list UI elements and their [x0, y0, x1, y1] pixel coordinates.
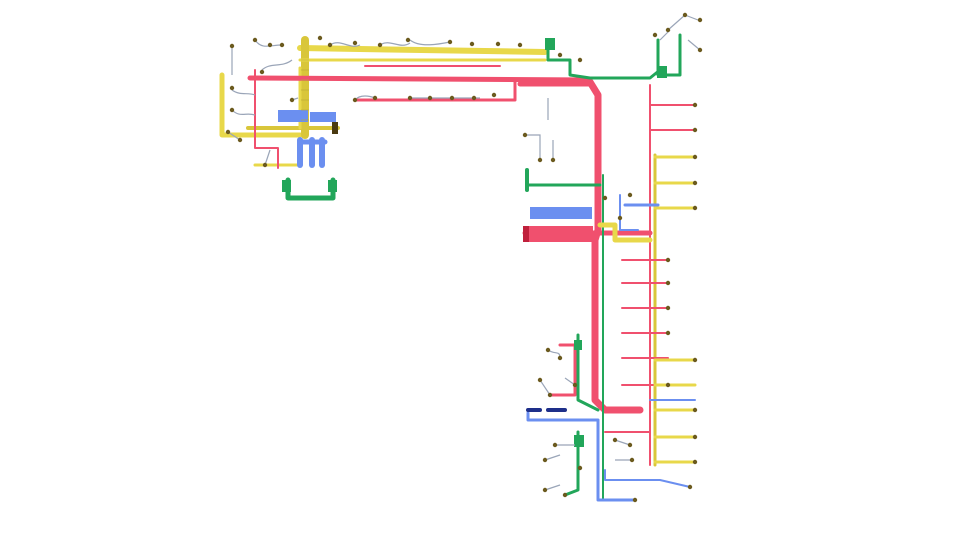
red-harness-main [522, 78, 653, 466]
yellow-harness-main [597, 153, 657, 467]
red-ladder-branches [621, 104, 696, 386]
connector-block [332, 122, 338, 134]
green-harness-main [282, 177, 337, 201]
green-harness-main [525, 33, 682, 501]
yellow-harness-main [219, 36, 548, 167]
blue-harness-main [278, 110, 336, 168]
yellow-ladder-branches [653, 155, 697, 464]
blue-harness-main [526, 194, 696, 502]
red-harness-main [247, 65, 593, 169]
trunk-hatching [301, 59, 309, 121]
connector-dots [225, 12, 703, 503]
